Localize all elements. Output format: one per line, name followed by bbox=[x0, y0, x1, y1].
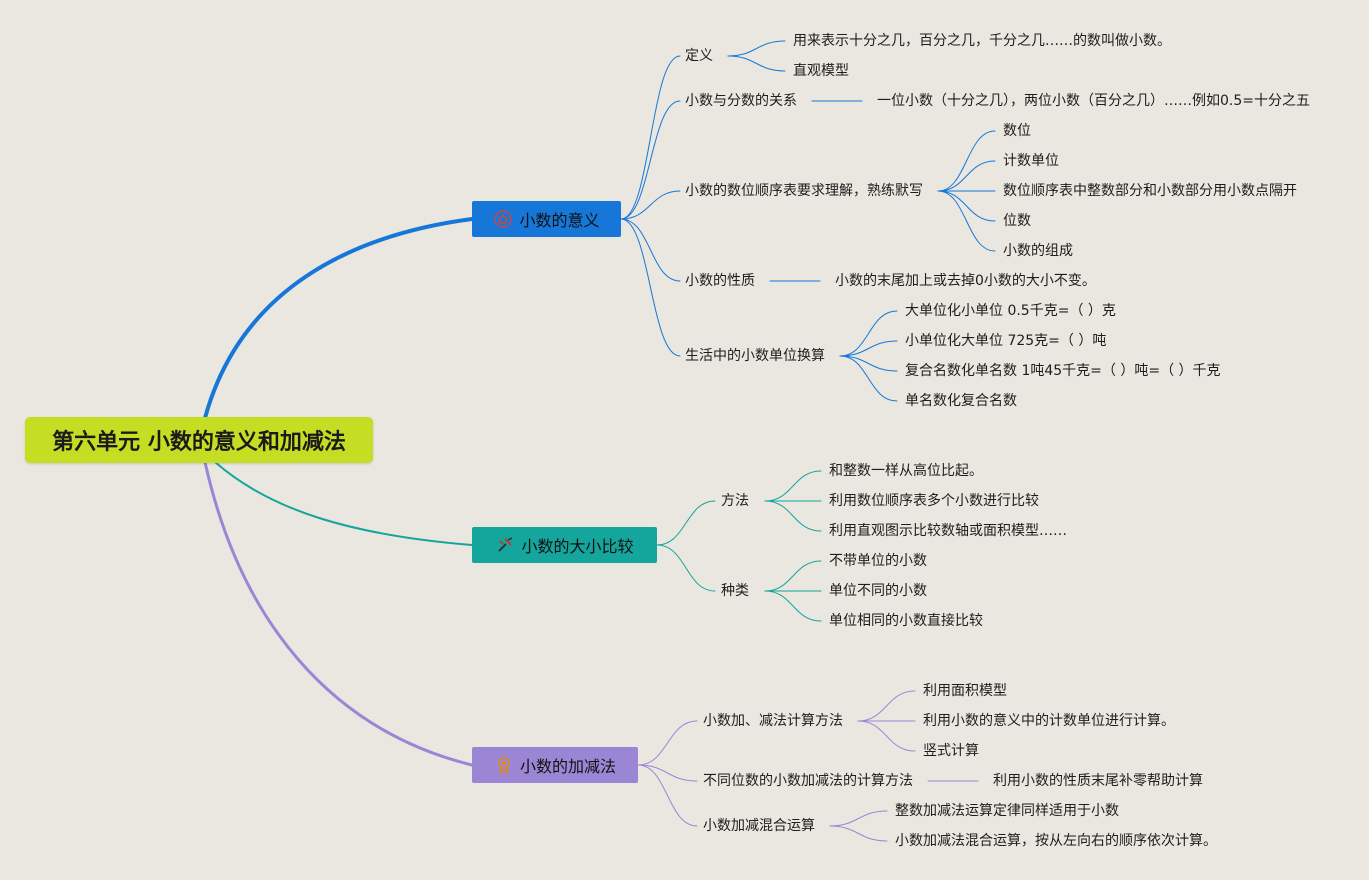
connector-line bbox=[937, 130, 996, 192]
subtopic-relation[interactable]: 小数与分数的关系 bbox=[685, 93, 797, 109]
leaf-topic[interactable]: 小数的末尾加上或去掉0小数的大小不变。 bbox=[835, 273, 1096, 289]
connector-line bbox=[727, 40, 786, 57]
leaf-topic[interactable]: 一位小数（十分之几），两位小数（百分之几）……例如0.5=十分之五 bbox=[877, 93, 1310, 109]
leaf-topic[interactable]: 用来表示十分之几，百分之几，千分之几……的数叫做小数。 bbox=[793, 33, 1171, 49]
root-link-comparison bbox=[214, 461, 473, 546]
leaf-topic[interactable]: 直观模型 bbox=[793, 63, 849, 79]
subtopic-calc-method[interactable]: 小数加、减法计算方法 bbox=[703, 713, 843, 729]
branch-topic-meaning[interactable]: 小数的意义 bbox=[472, 201, 621, 237]
connector-line bbox=[727, 55, 786, 72]
connector-line bbox=[637, 764, 698, 782]
leaf-topic[interactable]: 利用小数的性质末尾补零帮助计算 bbox=[993, 773, 1203, 789]
connector-line bbox=[620, 100, 681, 220]
connector-line bbox=[829, 810, 888, 827]
subtopic-different-digits[interactable]: 不同位数的小数加减法的计算方法 bbox=[703, 773, 913, 789]
connector-line bbox=[857, 720, 916, 752]
branch-topic-comparison[interactable]: 小数的大小比较 bbox=[472, 527, 657, 563]
house-icon bbox=[493, 209, 513, 229]
connector-line bbox=[764, 590, 822, 622]
subtopic-method[interactable]: 方法 bbox=[721, 493, 749, 509]
branch-topic-add-subtract[interactable]: 小数的加减法 bbox=[472, 747, 638, 783]
subtopic-place-value-table[interactable]: 小数的数位顺序表要求理解，熟练默写 bbox=[685, 183, 923, 199]
leaf-topic[interactable]: 小数的组成 bbox=[1003, 243, 1073, 259]
branch-label: 小数的大小比较 bbox=[521, 537, 634, 556]
connector-line bbox=[620, 55, 681, 220]
connector-line bbox=[656, 500, 716, 546]
leaf-topic[interactable]: 利用直观图示比较数轴或面积模型…… bbox=[829, 523, 1067, 539]
leaf-topic[interactable]: 利用小数的意义中的计数单位进行计算。 bbox=[923, 713, 1175, 729]
connector-line bbox=[620, 218, 681, 357]
connector-line bbox=[637, 720, 698, 766]
connector-line bbox=[829, 825, 888, 842]
connector-line bbox=[839, 310, 898, 357]
leaf-topic[interactable]: 单位相同的小数直接比较 bbox=[829, 613, 983, 629]
connector-line bbox=[656, 544, 716, 592]
root-link-meaning bbox=[203, 217, 474, 420]
leaf-topic[interactable]: 数位 bbox=[1003, 123, 1031, 139]
connector-line bbox=[937, 190, 996, 252]
leaf-topic[interactable]: 利用数位顺序表多个小数进行比较 bbox=[829, 493, 1039, 509]
connector-line bbox=[620, 190, 681, 220]
leaf-topic[interactable]: 小单位化大单位 725克=（ ）吨 bbox=[905, 333, 1107, 349]
branch-label: 小数的意义 bbox=[519, 211, 600, 230]
leaf-topic[interactable]: 位数 bbox=[1003, 213, 1031, 229]
connector-line bbox=[764, 560, 822, 592]
connector-line bbox=[637, 764, 698, 827]
leaf-topic[interactable]: 整数加减法运算定律同样适用于小数 bbox=[895, 803, 1119, 819]
connector-line bbox=[937, 160, 996, 192]
subtopic-property[interactable]: 小数的性质 bbox=[685, 273, 755, 289]
root-link-add-subtract bbox=[203, 460, 474, 767]
subtopic-mixed-operations[interactable]: 小数加减混合运算 bbox=[703, 818, 815, 834]
leaf-topic[interactable]: 和整数一样从高位比起。 bbox=[829, 463, 983, 479]
connector-line bbox=[620, 218, 681, 282]
root-topic[interactable]: 第六单元 小数的意义和加减法 bbox=[25, 417, 373, 463]
leaf-topic[interactable]: 计数单位 bbox=[1003, 153, 1059, 169]
connector-line bbox=[839, 340, 898, 357]
connector-line bbox=[839, 355, 898, 402]
subtopic-types[interactable]: 种类 bbox=[721, 583, 749, 599]
medal-icon bbox=[494, 755, 514, 775]
connector-line bbox=[937, 190, 996, 222]
branch-label: 小数的加减法 bbox=[519, 757, 616, 776]
connector-line bbox=[764, 500, 822, 532]
leaf-topic[interactable]: 数位顺序表中整数部分和小数部分用小数点隔开 bbox=[1003, 183, 1297, 199]
leaf-topic[interactable]: 复合名数化单名数 1吨45千克=（ ）吨=（ ）千克 bbox=[905, 363, 1221, 379]
connector-line bbox=[764, 470, 822, 502]
leaf-topic[interactable]: 单位不同的小数 bbox=[829, 583, 927, 599]
leaf-topic[interactable]: 大单位化小单位 0.5千克=（ ）克 bbox=[905, 303, 1116, 319]
tools-icon bbox=[495, 535, 515, 555]
leaf-topic[interactable]: 不带单位的小数 bbox=[829, 553, 927, 569]
leaf-topic[interactable]: 竖式计算 bbox=[923, 743, 979, 759]
connector-line bbox=[857, 690, 916, 722]
connector-line bbox=[839, 355, 898, 372]
leaf-topic[interactable]: 单名数化复合名数 bbox=[905, 393, 1017, 409]
subtopic-unit-conversion[interactable]: 生活中的小数单位换算 bbox=[685, 348, 825, 364]
subtopic-definition[interactable]: 定义 bbox=[685, 48, 713, 64]
leaf-topic[interactable]: 小数加减法混合运算，按从左向右的顺序依次计算。 bbox=[895, 833, 1217, 849]
leaf-topic[interactable]: 利用面积模型 bbox=[923, 683, 1007, 699]
